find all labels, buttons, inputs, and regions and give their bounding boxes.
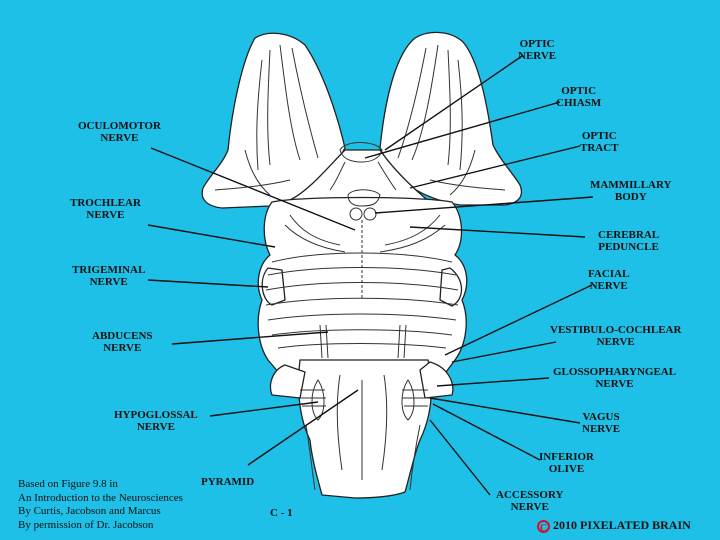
copyright-text: 2010 PIXELATED BRAIN [553,518,691,532]
medulla [297,359,432,499]
pons [257,196,468,381]
source-credit: Based on Figure 9.8 in An Introduction t… [18,478,183,531]
copyright-icon: C [537,520,550,534]
label-pyramid: PYRAMID [201,476,255,488]
label-c1: C - 1 [270,507,293,519]
